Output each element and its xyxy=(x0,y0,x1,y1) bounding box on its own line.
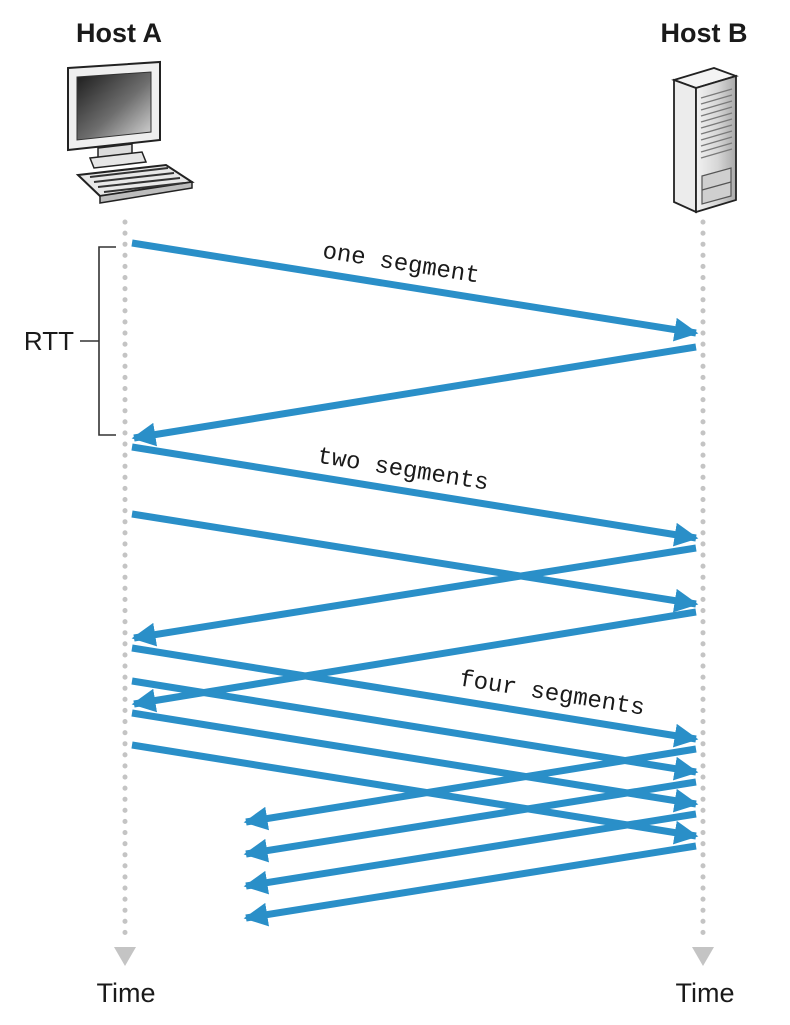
rtt-label: RTT xyxy=(24,326,74,356)
server-tower-icon xyxy=(671,67,739,214)
segment-arrows xyxy=(131,239,699,927)
round2-segment-arrow-2 xyxy=(131,510,699,613)
round3-ack-arrow-4 xyxy=(243,842,697,927)
round3-segment-arrow-4 xyxy=(131,741,699,845)
host-b-label: Host B xyxy=(661,18,748,48)
host-a-label: Host A xyxy=(76,18,162,48)
host-b-time-arrowhead xyxy=(692,947,714,966)
host-a-time-label: Time xyxy=(97,978,156,1008)
host-a-time-arrowhead xyxy=(114,947,136,966)
round2-segment-arrow-1 xyxy=(131,443,699,547)
round1-segment-arrow xyxy=(131,239,699,342)
rtt-bracket xyxy=(98,246,116,436)
round3-ack-arrow-1 xyxy=(243,745,697,831)
round2-ack-arrow-2 xyxy=(131,608,697,713)
host-b-time-label: Time xyxy=(676,978,735,1008)
round2-ack-arrow-1 xyxy=(131,544,697,647)
round3-segment-arrow-3 xyxy=(131,709,699,813)
round3-segment-arrow-1 xyxy=(131,644,699,748)
round3-ack-arrow-3 xyxy=(243,810,697,895)
desktop-computer-icon xyxy=(67,60,195,204)
round3-ack-arrow-2 xyxy=(243,778,697,863)
round1-ack-arrow xyxy=(131,343,697,447)
round3-segment-arrow-2 xyxy=(131,677,699,781)
